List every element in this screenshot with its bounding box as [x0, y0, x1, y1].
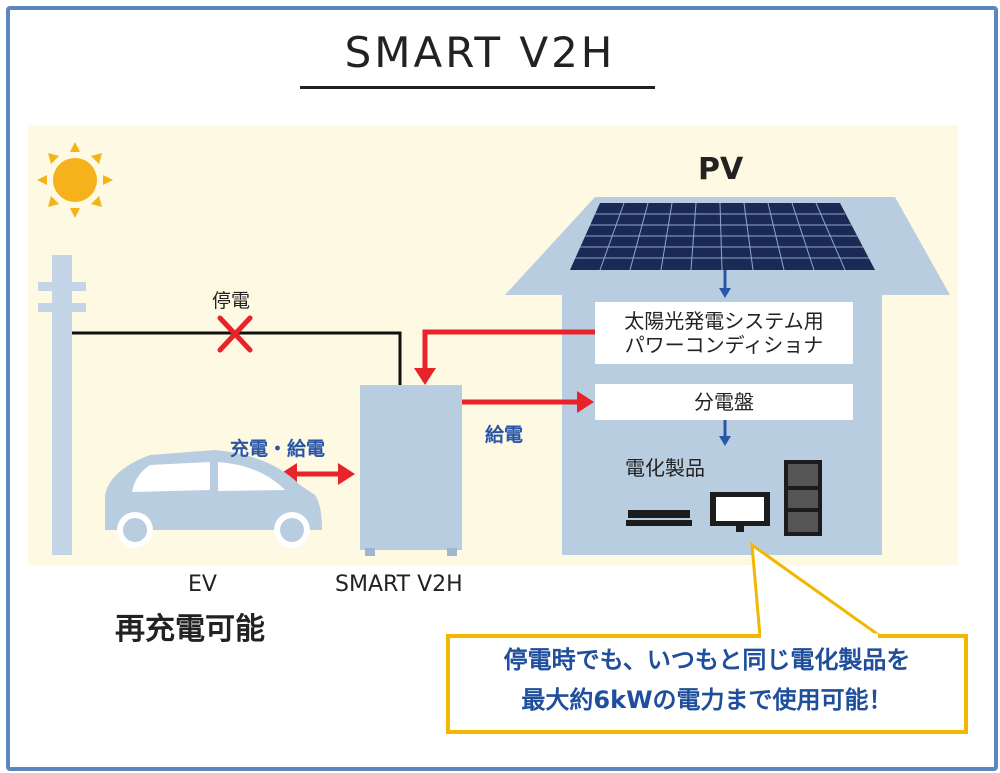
red-arrow-pcs-to-v2h — [414, 329, 595, 385]
blue-arrow-panel-to-pcs — [719, 270, 731, 298]
pcs-line1: 太陽光発電システム用 — [624, 309, 824, 333]
appliance-icons — [626, 460, 822, 536]
ev-car-icon — [105, 450, 322, 548]
sun-icon — [37, 142, 113, 218]
outage-label: 停電 — [212, 290, 251, 312]
blue-arrow-board-to-appliances — [719, 420, 731, 446]
power-conditioner-box: 太陽光発電システム用 パワーコンディショナ — [595, 302, 853, 364]
v2h-unit-icon — [360, 385, 462, 556]
callout-text: 停電時でも、いつもと同じ電化製品を 最大約6kWの電力まで使用可能！ — [452, 640, 962, 720]
charge-discharge-label: 充電・給電 — [230, 438, 326, 460]
callout-box — [446, 634, 968, 734]
v2h-label: SMART V2H — [335, 572, 463, 597]
pv-label: PV — [698, 152, 744, 187]
distribution-board-label: 分電盤 — [694, 390, 754, 414]
recharge-label: 再充電可能 — [115, 612, 265, 647]
diagram-title: SMART V2H — [344, 28, 616, 77]
pcs-line2: パワーコンディショナ — [624, 333, 824, 357]
callout-line1: 停電時でも、いつもと同じ電化製品を — [503, 646, 911, 674]
ev-label: EV — [188, 572, 217, 597]
appliances-box: 電化製品 — [595, 448, 853, 542]
appliances-label: 電化製品 — [625, 456, 705, 480]
power-line — [72, 331, 402, 385]
callout-line2: 最大約6kWの電力まで使用可能！ — [521, 686, 893, 714]
distribution-board-box: 分電盤 — [595, 384, 853, 420]
outage-x-icon — [217, 315, 253, 353]
title-underline — [300, 86, 655, 89]
red-arrow-v2h-to-board — [462, 391, 594, 413]
utility-pole — [38, 255, 86, 555]
solar-panel-icon — [570, 202, 875, 271]
supply-label: 給電 — [485, 424, 524, 446]
